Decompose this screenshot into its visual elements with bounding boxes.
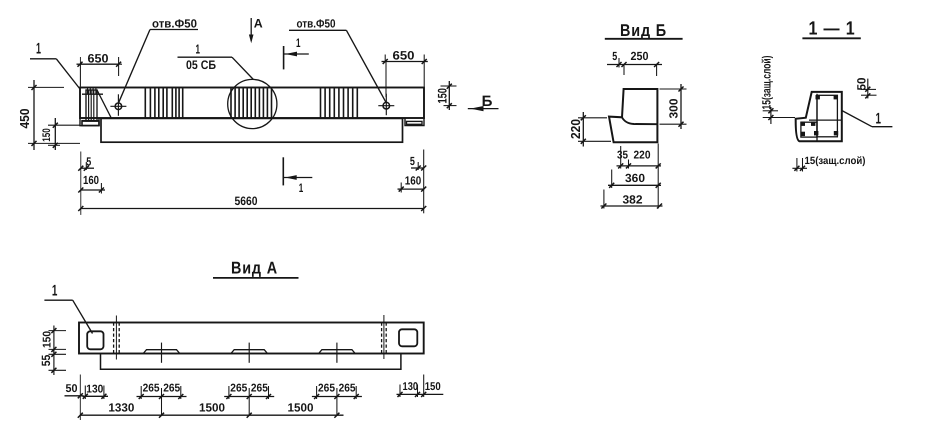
svg-text:5: 5: [612, 49, 617, 63]
svg-text:50: 50: [855, 77, 869, 90]
svg-text:265: 265: [230, 383, 247, 395]
svg-text:1500: 1500: [199, 401, 225, 415]
svg-text:Вид А: Вид А: [231, 259, 278, 278]
svg-text:15(защ.слой): 15(защ.слой): [760, 55, 774, 109]
svg-text:220: 220: [568, 119, 583, 139]
svg-text:130: 130: [86, 384, 103, 396]
svg-text:05 СБ: 05 СБ: [186, 58, 216, 72]
svg-text:1: 1: [296, 36, 301, 50]
svg-text:1330: 1330: [108, 401, 134, 415]
svg-text:160: 160: [405, 174, 422, 188]
svg-text:265: 265: [251, 383, 268, 395]
svg-text:Вид Б: Вид Б: [620, 21, 667, 40]
svg-text:450: 450: [17, 109, 32, 129]
svg-text:55: 55: [39, 354, 53, 366]
svg-text:220: 220: [634, 150, 651, 162]
svg-text:130: 130: [403, 381, 419, 393]
svg-text:650: 650: [393, 48, 415, 62]
svg-text:265: 265: [339, 383, 356, 395]
svg-text:15(защ.слой): 15(защ.слой): [805, 155, 866, 167]
svg-text:150: 150: [41, 128, 53, 142]
svg-text:35: 35: [617, 150, 628, 162]
svg-text:Б: Б: [482, 93, 493, 110]
svg-text:5: 5: [410, 154, 415, 168]
svg-text:265: 265: [318, 383, 335, 395]
svg-text:300: 300: [667, 98, 681, 118]
svg-text:150: 150: [436, 88, 450, 104]
svg-text:А: А: [254, 16, 263, 30]
svg-text:360: 360: [625, 171, 645, 185]
svg-text:1: 1: [299, 181, 304, 195]
svg-text:1500: 1500: [288, 401, 314, 415]
svg-text:5660: 5660: [235, 194, 258, 208]
svg-text:1 — 1: 1 — 1: [809, 18, 856, 39]
svg-text:5: 5: [86, 154, 91, 168]
svg-text:382: 382: [623, 193, 643, 207]
svg-text:1: 1: [196, 42, 201, 57]
svg-text:отв.Ф50: отв.Ф50: [152, 17, 197, 31]
svg-text:1: 1: [36, 41, 41, 58]
svg-text:50: 50: [66, 383, 78, 395]
svg-text:150: 150: [425, 381, 441, 393]
svg-text:250: 250: [631, 49, 649, 63]
svg-text:265: 265: [143, 383, 160, 395]
svg-text:отв.Ф50: отв.Ф50: [297, 17, 336, 31]
svg-text:650: 650: [88, 52, 109, 66]
svg-text:160: 160: [83, 173, 99, 187]
svg-text:265: 265: [163, 383, 180, 395]
svg-text:1: 1: [52, 282, 58, 299]
svg-text:150: 150: [42, 331, 54, 348]
svg-text:1: 1: [876, 110, 882, 127]
